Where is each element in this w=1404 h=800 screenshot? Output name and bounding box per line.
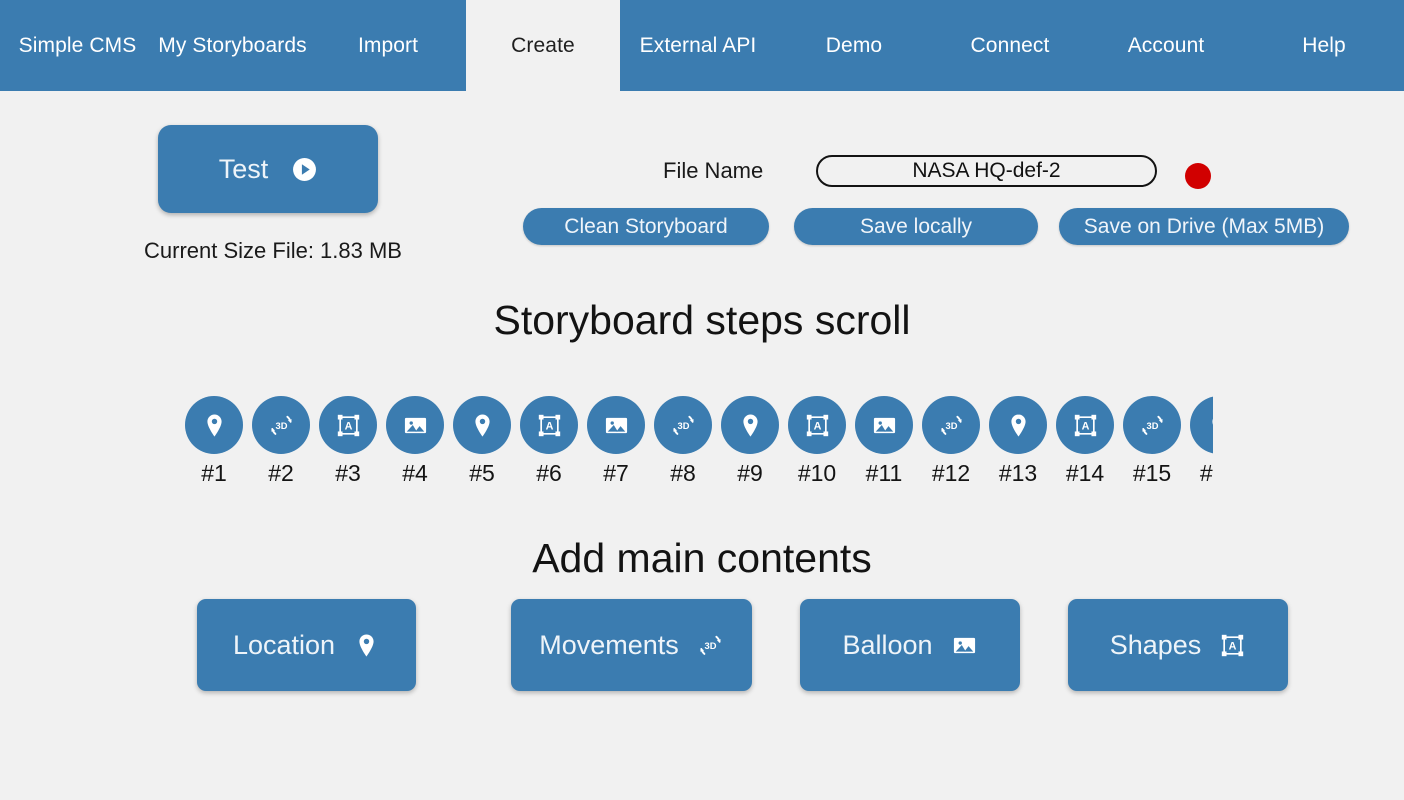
nav-item-account[interactable]: Account [1088,0,1244,91]
storyboard-step-label: #13 [998,460,1038,486]
storyboard-steps-title: Storyboard steps scroll [493,297,911,343]
location-pin-icon [185,396,243,454]
current-file-size: Current Size File: 1.83 MB [144,238,402,263]
location-pin-icon [453,396,511,454]
shapes-icon: A [788,396,846,454]
image-icon [386,396,444,454]
file-name-label: File Name [663,158,764,183]
storyboard-step-label: #12 [931,460,971,486]
location-pin-icon [1190,396,1213,454]
storyboard-step[interactable]: #1 [185,396,243,487]
storyboard-step[interactable]: #9 [721,396,779,487]
storyboard-step[interactable]: 3D #15 [1123,396,1181,487]
storyboard-step-label: #14 [1065,460,1105,486]
nav-item-demo[interactable]: Demo [776,0,932,91]
svg-text:3D: 3D [1146,420,1158,430]
rotate-3d-icon: 3D [697,632,724,659]
rotate-3d-icon: 3D [922,396,980,454]
rotate-3d-icon: 3D [654,396,712,454]
location-pin-icon [721,396,779,454]
svg-text:A: A [813,420,821,432]
svg-text:A: A [1229,640,1237,652]
storyboard-step[interactable]: 3D #2 [252,396,310,487]
add-movements-label: Movements [539,629,679,660]
storyboard-step-label: #8 [670,460,696,486]
test-button-label: Test [218,153,269,184]
storyboard-step[interactable]: A #3 [319,396,377,487]
storyboard-step[interactable]: 3D #8 [654,396,712,487]
add-location-button[interactable]: Location [197,599,416,691]
storyboard-step-label: #11 [865,460,903,486]
storyboard-step-label: #4 [402,460,428,486]
storyboard-step[interactable]: A #14 [1056,396,1114,487]
storyboard-step[interactable]: 3D #12 [922,396,980,487]
nav-item-import[interactable]: Import [310,0,466,91]
storyboard-step[interactable]: #16 [1190,396,1213,487]
storyboard-step[interactable]: #4 [386,396,444,487]
rotate-3d-icon: 3D [1123,396,1181,454]
location-pin-icon [989,396,1047,454]
play-circle-icon [292,157,317,182]
image-icon [855,396,913,454]
image-icon [951,632,978,659]
save-locally-button[interactable]: Save locally [794,208,1038,245]
nav-item-connect[interactable]: Connect [932,0,1088,91]
storyboard-step[interactable]: A #6 [520,396,578,487]
add-main-contents-title: Add main contents [532,535,872,581]
rotate-3d-icon: 3D [252,396,310,454]
storyboard-step[interactable]: #13 [989,396,1047,487]
file-name-input[interactable] [816,155,1157,187]
storyboard-step-label: #3 [335,460,361,486]
storyboard-step[interactable]: #5 [453,396,511,487]
svg-text:A: A [545,420,553,432]
storyboard-step-label: #16 [1199,460,1213,486]
storyboard-step[interactable]: #7 [587,396,645,487]
svg-text:3D: 3D [945,420,957,430]
svg-text:3D: 3D [704,640,716,650]
storyboard-step-label: #1 [201,460,227,486]
record-dot-icon[interactable] [1185,163,1211,189]
test-button[interactable]: Test [158,125,378,213]
svg-text:A: A [344,420,352,432]
add-balloon-button[interactable]: Balloon [800,599,1020,691]
storyboard-step-label: #10 [797,460,837,486]
shapes-icon: A [1219,632,1246,659]
svg-text:A: A [1081,420,1089,432]
shapes-icon: A [319,396,377,454]
add-shapes-label: Shapes [1109,629,1202,660]
location-pin-icon [353,632,380,659]
image-icon [587,396,645,454]
storyboard-step[interactable]: #11 [855,396,913,487]
storyboard-steps-scroll[interactable]: #1 3D #2 A #3 #4 #5 A #6 #7 3D #8 #9 A #10 #11 3D #12 #13 A… [185,396,1213,494]
storyboard-step-label: #2 [268,460,294,486]
shapes-icon: A [520,396,578,454]
storyboard-step-label: #15 [1132,460,1172,486]
nav-item-create[interactable]: Create [466,0,620,91]
svg-text:3D: 3D [275,420,287,430]
add-shapes-button[interactable]: Shapes A [1068,599,1288,691]
storyboard-step[interactable]: A #10 [788,396,846,487]
storyboard-step-label: #6 [536,460,562,486]
svg-text:3D: 3D [677,420,689,430]
storyboard-step-label: #5 [469,460,495,486]
add-balloon-label: Balloon [842,629,933,660]
add-location-label: Location [232,629,336,660]
add-movements-button[interactable]: Movements 3D [511,599,752,691]
clean-storyboard-button[interactable]: Clean Storyboard [523,208,769,245]
nav-item-simple-cms[interactable]: Simple CMS [0,0,155,91]
storyboard-step-label: #7 [603,460,629,486]
save-on-drive-button[interactable]: Save on Drive (Max 5MB) [1059,208,1349,245]
nav-item-help[interactable]: Help [1244,0,1404,91]
shapes-icon: A [1056,396,1114,454]
nav-item-my-storyboards[interactable]: My Storyboards [155,0,310,91]
storyboard-step-label: #9 [737,460,763,486]
nav-item-external-api[interactable]: External API [620,0,776,91]
